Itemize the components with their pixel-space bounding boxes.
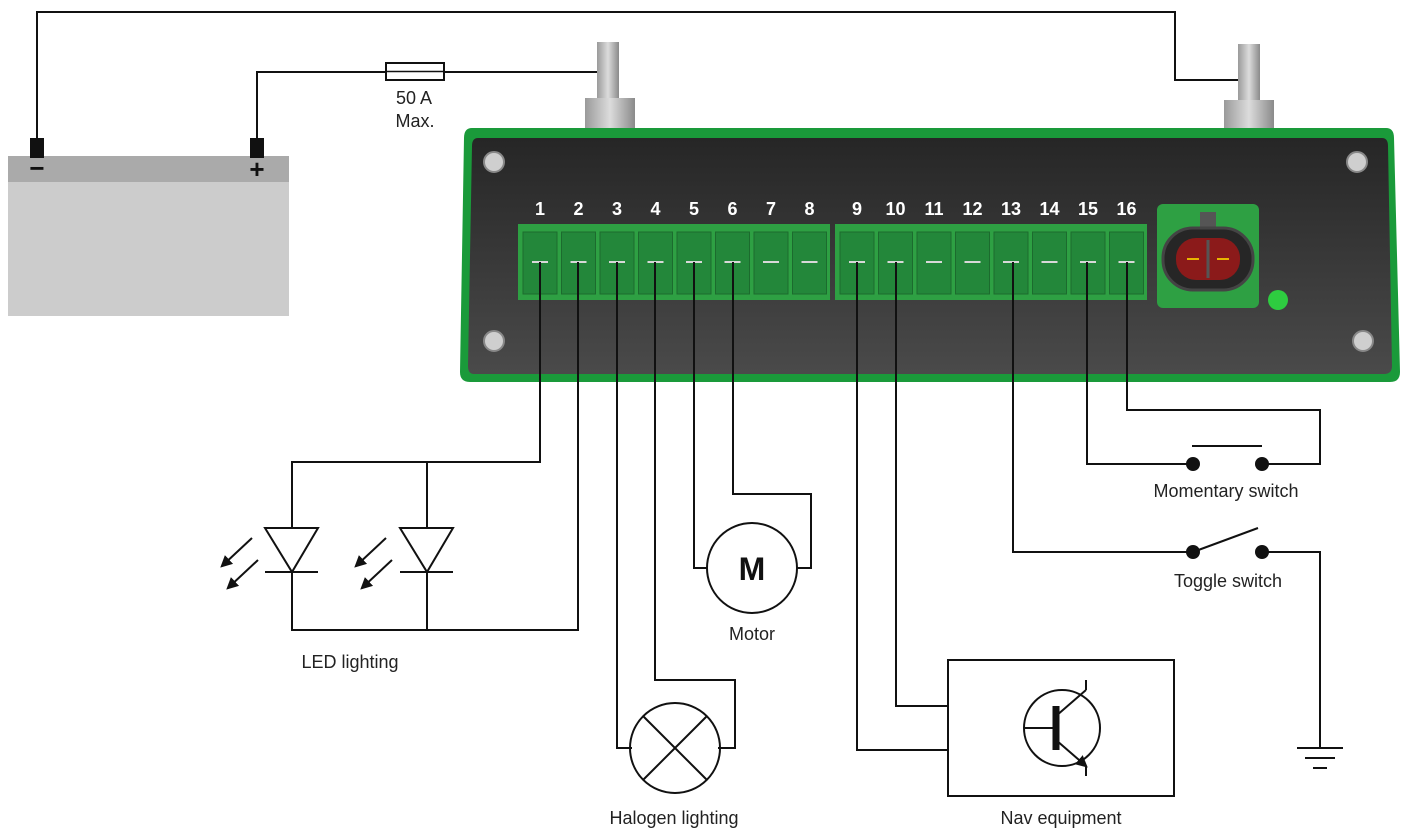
nav-equipment-label: Nav equipment [1000,808,1121,828]
channel-number-9: 9 [852,199,862,219]
screw-bottom-left [483,330,505,352]
positive-stud [585,42,635,132]
wire-ch1-led [291,262,541,528]
wire-toggle-ground [1262,551,1321,748]
led-2 [354,527,455,590]
fuse-note: Max. [395,111,434,131]
channel-number-15: 15 [1078,199,1098,219]
power-connector-latch [1200,212,1216,230]
led-1 [220,527,320,590]
wire-ch2-led [291,262,579,631]
channel-number-7: 7 [766,199,776,219]
screw-top-right [1346,151,1368,173]
negative-supply-wire [36,11,1248,142]
wire-ch9-nav [856,262,948,751]
channel-number-13: 13 [1001,199,1021,219]
channel-number-1: 1 [535,199,545,219]
negative-stud [1224,44,1274,132]
wire-ch5-motor [693,262,708,569]
wire-ch10-nav [895,262,948,707]
wire-ch15-momentary [1086,262,1193,465]
channel-number-5: 5 [689,199,699,219]
wire-ch4-halogen [654,262,736,749]
channel-number-8: 8 [804,199,814,219]
battery-top [8,156,289,182]
channel-number-14: 14 [1039,199,1059,219]
battery-body [8,156,289,316]
battery-positive-terminal [250,138,264,158]
battery-negative-terminal [30,138,44,158]
motor-label: Motor [729,624,775,644]
momentary-switch-label: Momentary switch [1153,481,1298,501]
wire-ch3-halogen [616,262,632,749]
wire-ch6-motor [732,262,812,569]
toggle-switch-label: Toggle switch [1174,571,1282,591]
channel-number-11: 11 [924,199,943,219]
channel-number-2: 2 [573,199,583,219]
battery: − + [8,138,289,316]
status-led [1268,290,1288,310]
channel-number-12: 12 [962,199,982,219]
positive-supply-wire [256,71,386,142]
nav-equipment [947,659,1175,797]
screw-top-left [483,151,505,173]
battery-positive-label: + [249,154,264,184]
halogen-lighting-label: Halogen lighting [609,808,738,828]
motor-symbol: M [739,551,766,587]
led-lighting-label: LED lighting [301,652,398,672]
screw-bottom-right [1352,330,1374,352]
channel-number-10: 10 [885,199,905,219]
halogen-lamp [629,702,721,794]
toggle-switch [1186,527,1269,559]
ground-symbol [1297,747,1343,769]
battery-negative-label: − [29,153,44,183]
motor: M [706,522,798,614]
channel-number-3: 3 [612,199,622,219]
channel-number-16: 16 [1116,199,1136,219]
momentary-switch [1186,445,1269,471]
channel-number-6: 6 [727,199,737,219]
wire-ch13-toggle [1012,262,1193,553]
fuse-rating: 50 A [396,88,432,108]
channel-number-4: 4 [650,199,660,219]
wire-ch16-momentary [1126,262,1321,465]
